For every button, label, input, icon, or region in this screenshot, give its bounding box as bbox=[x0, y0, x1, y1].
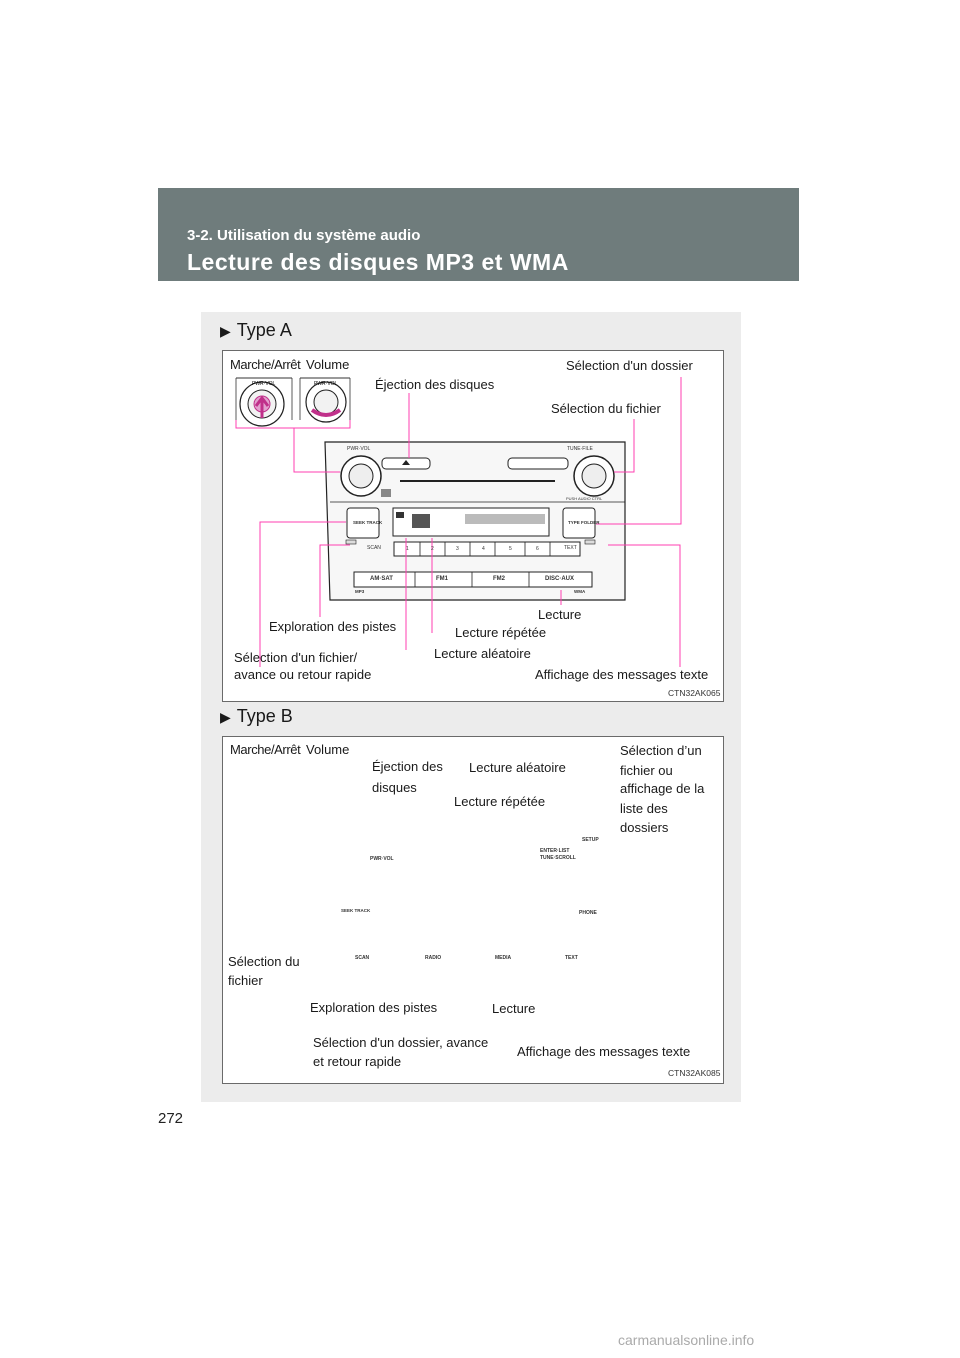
random-label-b: Lecture aléatoire bbox=[469, 760, 566, 775]
eject-label-b-1: Éjection des bbox=[372, 759, 443, 774]
text-label-b: Affichage des messages texte bbox=[517, 1044, 691, 1059]
radio-button-b[interactable]: RADIO bbox=[425, 955, 442, 961]
pwr-vol-label-a: PWR·VOL bbox=[347, 446, 371, 452]
triangle-right-icon: ▶ bbox=[220, 323, 231, 339]
disc-aux-button-a[interactable]: DISC·AUX bbox=[545, 576, 575, 582]
type-folder-button-a[interactable]: TYPE FOLDER bbox=[568, 520, 600, 525]
pwr-vol-label-b: PWR·VOL bbox=[370, 856, 394, 862]
seek-track-button-b[interactable]: SEEK TRACK bbox=[341, 908, 371, 913]
mp3-badge-a: MP3 bbox=[355, 589, 365, 594]
push-audio-label-a: PUSH AUDIO CTRL bbox=[566, 496, 603, 501]
power-label-b: Marche/Arrêt bbox=[230, 742, 301, 757]
seek-track-button-a[interactable]: SEEK TRACK bbox=[353, 520, 383, 525]
preset-6-button-a[interactable]: 6 bbox=[536, 546, 539, 552]
page-number: 272 bbox=[158, 1110, 184, 1127]
phone-button-b[interactable]: PHONE bbox=[579, 910, 597, 916]
volume-label-b: Volume bbox=[306, 742, 350, 757]
svg-text:PWR·VOL: PWR·VOL bbox=[314, 381, 338, 387]
watermark: carmanualsonline.info bbox=[618, 1332, 755, 1348]
type-a-label: Type A bbox=[236, 320, 292, 340]
folder-list-label-4: liste des bbox=[620, 801, 668, 816]
tune-scroll-label-b: TUNE·SCROLL bbox=[540, 855, 576, 861]
folder-list-label-2: fichier ou bbox=[620, 763, 673, 778]
repeat-label-a: Lecture répétée bbox=[455, 625, 547, 640]
setup-button-b[interactable]: SETUP bbox=[582, 837, 599, 843]
triangle-right-icon: ▶ bbox=[220, 709, 231, 725]
file-label-b-1: Sélection du bbox=[228, 954, 300, 969]
preset-4-button-a[interactable]: 4 bbox=[482, 546, 485, 552]
section-title: 3-2. Utilisation du système audio bbox=[187, 227, 421, 244]
volume-knob-inset: PWR·VOL bbox=[299, 377, 351, 423]
preset-2-button-a[interactable]: 2 bbox=[431, 546, 434, 552]
folder-seek-label-b-1: Sélection d'un dossier, avance bbox=[313, 1035, 489, 1050]
type-b-heading: ▶ Type B bbox=[220, 706, 293, 727]
scan-label-a: Exploration des pistes bbox=[269, 619, 397, 634]
power-label-a: Marche/Arrêt bbox=[230, 357, 301, 372]
folder-label-a: Sélection d'un dossier bbox=[566, 358, 693, 373]
file-label-b-2: fichier bbox=[228, 973, 263, 988]
folder-list-label-1: Sélection d’un bbox=[620, 743, 702, 758]
preset-3-button-a[interactable]: 3 bbox=[456, 546, 459, 552]
play-label-a: Lecture bbox=[538, 607, 582, 622]
scan-button-a[interactable]: SCAN bbox=[367, 545, 381, 551]
file-label-a: Sélection du fichier bbox=[551, 401, 661, 416]
diagram-code-a: CTN32AK065 bbox=[668, 688, 721, 698]
head-unit-a bbox=[324, 441, 626, 601]
chapter-header bbox=[158, 188, 799, 281]
tune-file-label-a: TUNE·FILE bbox=[567, 446, 593, 452]
am-sat-button-a[interactable]: AM·SAT bbox=[370, 576, 393, 582]
folder-seek-label-b-2: et retour rapide bbox=[313, 1054, 402, 1069]
fm2-button-a[interactable]: FM2 bbox=[493, 576, 505, 582]
type-a-callouts bbox=[235, 377, 682, 667]
text-button-b[interactable]: TEXT bbox=[565, 955, 578, 961]
svg-text:PWR·VOL: PWR·VOL bbox=[252, 381, 276, 387]
type-b-label: Type B bbox=[236, 706, 293, 726]
wma-badge-a: WMA bbox=[574, 589, 586, 594]
text-button-a[interactable]: TEXT bbox=[564, 545, 577, 551]
play-label-b: Lecture bbox=[492, 1001, 536, 1016]
scan-button-b[interactable]: SCAN bbox=[355, 955, 370, 961]
seek-label-a-2: avance ou retour rapide bbox=[234, 667, 372, 682]
random-label-a: Lecture aléatoire bbox=[434, 646, 531, 661]
diagram-code-b: CTN32AK085 bbox=[668, 1068, 721, 1078]
fm1-button-a[interactable]: FM1 bbox=[436, 576, 448, 582]
scan-label-b: Exploration des pistes bbox=[310, 1000, 438, 1015]
type-a-heading: ▶ Type A bbox=[220, 320, 292, 341]
page-title: Lecture des disques MP3 et WMA bbox=[187, 249, 569, 275]
media-button-b[interactable]: MEDIA bbox=[495, 955, 512, 961]
power-knob-inset: PWR·VOL bbox=[235, 377, 293, 427]
enter-list-label-b: ENTER·LIST bbox=[540, 848, 570, 854]
repeat-label-b: Lecture répétée bbox=[454, 794, 546, 809]
type-b-diagram bbox=[222, 736, 724, 1084]
eject-label-a: Éjection des disques bbox=[375, 377, 495, 392]
preset-1-button-a[interactable]: 1 bbox=[406, 546, 409, 552]
preset-5-button-a[interactable]: 5 bbox=[509, 546, 512, 552]
eject-label-b-2: disques bbox=[372, 780, 417, 795]
volume-label-a: Volume bbox=[306, 357, 350, 372]
folder-list-label-5: dossiers bbox=[620, 820, 669, 835]
folder-list-label-3: affichage de la bbox=[620, 781, 705, 796]
seek-label-a-1: Sélection d'un fichier/ bbox=[234, 650, 358, 665]
text-label-a: Affichage des messages texte bbox=[535, 667, 709, 682]
